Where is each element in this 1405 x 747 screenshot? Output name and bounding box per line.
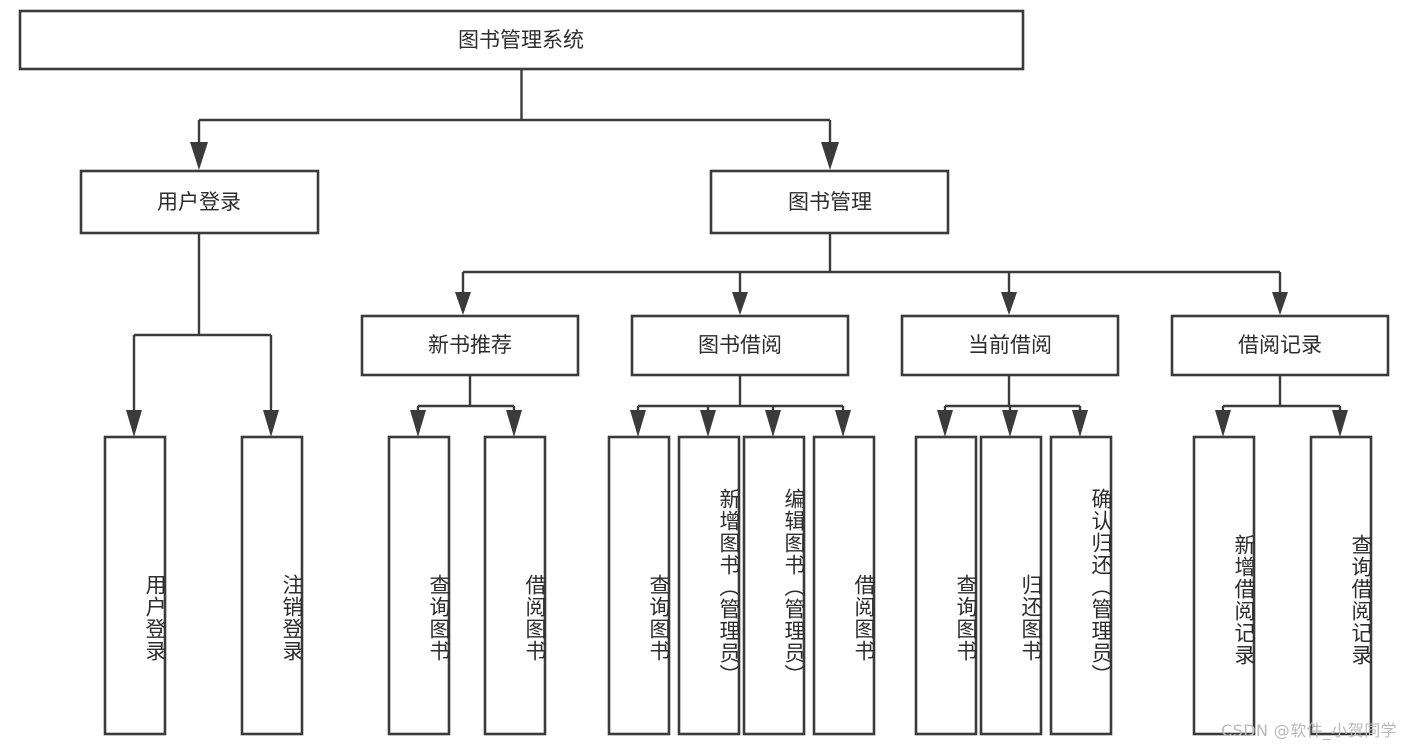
node-user-login-label: 用户登录 [157,190,241,214]
connector-group-record [1215,375,1348,437]
leaf-box-user-login[interactable] [103,435,167,736]
node-root-label: 图书管理系统 [458,28,584,52]
connector-group-bookmgmt [455,233,1288,315]
arrow-bm-to-record [1272,292,1288,315]
leaf-box-query-book-2[interactable] [607,435,671,736]
node-borrow-record[interactable]: 借阅记录 [1170,314,1390,377]
node-book-borrow-box[interactable] [630,314,850,377]
arrow-root-to-login [190,142,208,170]
arrow-newbook-l1 [410,410,426,437]
node-book-management-label: 图书管理 [788,190,872,214]
leaf-box-query-book-1[interactable] [387,435,451,736]
arrow-borrow-l3 [765,410,781,437]
connector-group-root [190,69,839,170]
node-root[interactable]: 图书管理系统 [18,9,1025,71]
arrow-record-l1 [1215,410,1231,437]
node-current-borrow-box[interactable] [900,314,1120,377]
node-new-book-recommend-label: 新书推荐 [428,333,512,357]
leaf-box-return-book[interactable] [979,435,1043,736]
arrow-current-l1 [937,410,953,437]
node-book-management[interactable]: 图书管理 [709,169,950,235]
leaf-box-add-book[interactable] [677,435,741,736]
node-current-borrow[interactable]: 当前借阅 [900,314,1120,377]
connector-group-newbook [410,375,522,437]
node-user-login[interactable]: 用户登录 [79,169,320,235]
arrow-borrow-l1 [630,410,646,437]
node-new-book-recommend[interactable]: 新书推荐 [360,314,580,377]
arrow-newbook-l2 [506,410,522,437]
node-current-borrow-label: 当前借阅 [968,333,1052,357]
arrow-login-to-leaf2 [263,410,279,437]
connector-group-borrow [630,375,851,437]
leaf-box-add-record[interactable] [1192,435,1256,736]
leaf-box-edit-book[interactable] [742,435,806,736]
node-borrow-record-box[interactable] [1170,314,1390,377]
node-borrow-record-label: 借阅记录 [1238,333,1322,357]
node-user-login-box[interactable] [79,169,320,235]
arrow-borrow-l4 [835,410,851,437]
arrow-bm-to-borrow [732,292,748,315]
node-book-borrow[interactable]: 图书借阅 [630,314,850,377]
leaf-box-logout[interactable] [240,435,304,736]
arrow-root-to-bookmgmt [821,142,839,170]
leaf-box-borrow-book-1[interactable] [483,435,547,736]
leaf-box-query-record[interactable] [1309,435,1373,736]
node-book-borrow-label: 图书借阅 [698,333,782,357]
arrow-current-l3 [1072,410,1088,437]
leaf-box-borrow-book-2[interactable] [812,435,876,736]
leaf-box-query-book-3[interactable] [914,435,978,736]
arrow-record-l2 [1332,410,1348,437]
arrow-bm-to-newbook [455,292,471,315]
connector-group-current [937,375,1088,437]
node-root-box[interactable] [18,9,1025,71]
arrow-login-to-leaf1 [126,410,142,437]
node-new-book-recommend-box[interactable] [360,314,580,377]
arrow-borrow-l2 [700,410,716,437]
arrow-current-l2 [1002,410,1018,437]
leaf-box-confirm-return[interactable] [1049,435,1113,736]
arrow-bm-to-current [1001,292,1017,315]
node-book-management-box[interactable] [709,169,950,235]
connector-group-login [126,233,279,437]
leaf-boxes [103,435,1373,736]
